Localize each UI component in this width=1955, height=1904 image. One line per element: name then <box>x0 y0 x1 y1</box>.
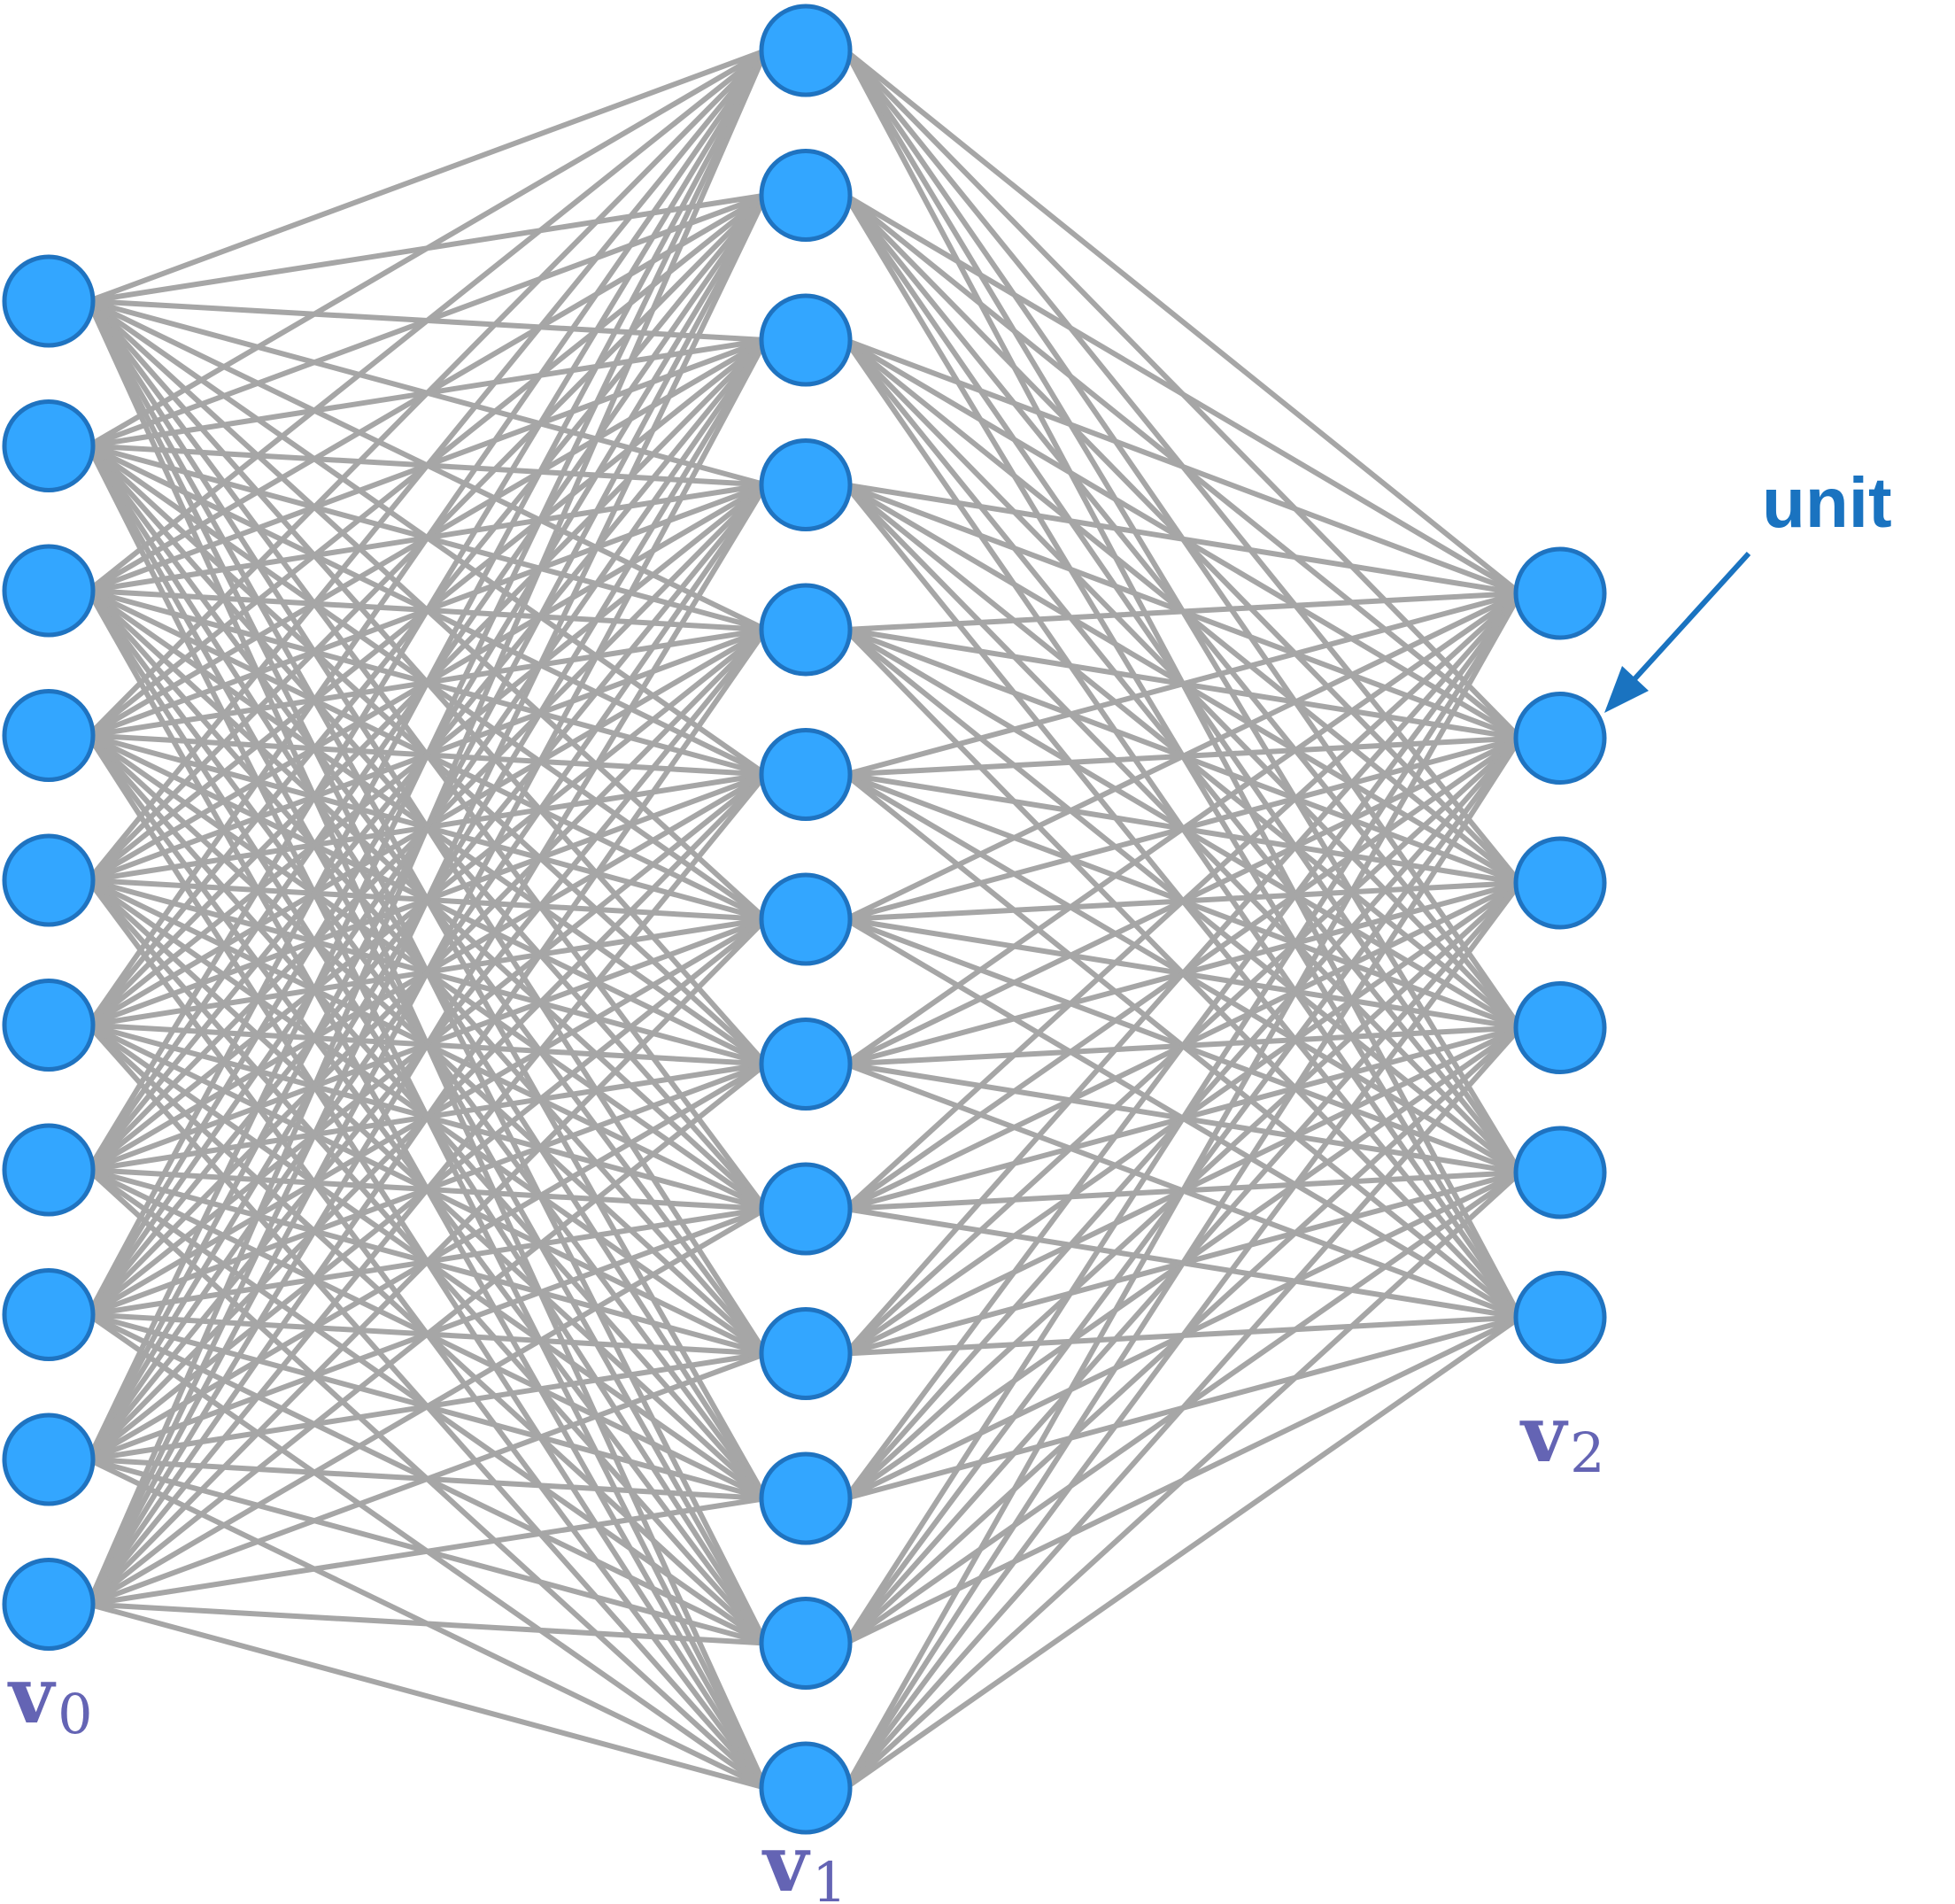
unit-v2-2 <box>1513 836 1607 930</box>
unit-v1-11 <box>759 1597 853 1690</box>
edge-v0-1-v1-0 <box>86 48 769 449</box>
unit-v1-4 <box>759 583 853 677</box>
unit-v1-2 <box>759 293 853 387</box>
edge-v0-7-v1-0 <box>86 48 769 1318</box>
edge-v0-8-v1-0 <box>86 48 769 1462</box>
edge-v1-6-v2-0 <box>843 591 1523 922</box>
unit-v1-1 <box>759 149 853 242</box>
edge-v0-6-v1-0 <box>86 48 769 1173</box>
unit-callout: unit <box>1604 463 1892 713</box>
edge-v1-12-v2-5 <box>843 1314 1523 1791</box>
unit-v1-10 <box>759 1451 853 1545</box>
unit-v1-8 <box>759 1162 853 1256</box>
edge-v1-4-v2-0 <box>843 591 1523 632</box>
edge-v1-12-v2-4 <box>843 1170 1523 1791</box>
unit-v1-5 <box>759 728 853 821</box>
edge-v1-3-v2-0 <box>843 482 1523 596</box>
unit-v1-7 <box>759 1018 853 1111</box>
unit-callout-label: unit <box>1762 463 1892 542</box>
edge-v1-5-v2-0 <box>843 591 1523 778</box>
unit-v2-0 <box>1513 546 1607 640</box>
unit-v1-6 <box>759 872 853 966</box>
unit-v2-4 <box>1513 1126 1607 1219</box>
unit-v2-1 <box>1513 692 1607 785</box>
unit-v0-2 <box>2 544 96 638</box>
edge-v0-9-v1-5 <box>86 771 769 1607</box>
layer-label-v2-base: v <box>1519 1388 1569 1480</box>
unit-v1-3 <box>759 438 853 531</box>
edge-v0-9-v1-11 <box>86 1601 769 1646</box>
edge-v0-5-v1-0 <box>86 48 769 1028</box>
edge-v0-3-v1-0 <box>86 48 769 739</box>
edge-v0-9-v1-6 <box>86 917 769 1607</box>
unit-v0-7 <box>2 1268 96 1361</box>
edge-v1-12-v2-1 <box>843 735 1523 1791</box>
edge-v0-9-v1-10 <box>86 1496 769 1607</box>
unit-v0-5 <box>2 979 96 1072</box>
edge-v0-9-v1-4 <box>86 627 769 1607</box>
edge-v1-9-v2-0 <box>843 591 1523 1357</box>
edge-v0-9-v1-2 <box>86 337 769 1607</box>
unit-v0-6 <box>2 1123 96 1217</box>
edge-v1-12-v2-0 <box>843 591 1523 1791</box>
unit-v0-3 <box>2 689 96 782</box>
layer-label-v2-subscript: 2 <box>1570 1420 1604 1485</box>
unit-v1-0 <box>759 4 853 97</box>
edge-v1-12-v2-3 <box>843 1025 1523 1791</box>
unit-nodes <box>2 4 1607 1835</box>
layer-label-v2: v2 <box>1519 1388 1605 1485</box>
edge-v1-7-v2-0 <box>843 591 1523 1067</box>
layer-label-v0-base: v <box>7 1649 57 1741</box>
unit-v1-9 <box>759 1307 853 1400</box>
unit-v0-1 <box>2 399 96 492</box>
edge-v1-1-v2-0 <box>843 192 1523 596</box>
unit-v0-0 <box>2 254 96 348</box>
edge-v0-9-v1-7 <box>86 1061 769 1607</box>
edge-v1-10-v2-0 <box>843 591 1523 1501</box>
unit-callout-arrow-head <box>1604 666 1649 713</box>
edge-v0-9-v1-3 <box>86 482 769 1607</box>
edge-v1-0-v2-0 <box>843 48 1523 596</box>
layer-label-v1-base: v <box>761 1817 811 1904</box>
unit-v1-12 <box>759 1741 853 1835</box>
layer-label-v1: v1 <box>761 1817 847 1904</box>
edge-v0-4-v1-0 <box>86 48 769 883</box>
unit-v0-9 <box>2 1558 96 1651</box>
unit-v2-3 <box>1513 981 1607 1074</box>
edge-v0-9-v1-0 <box>86 48 769 1607</box>
layer-label-v1-subscript: 1 <box>812 1850 846 1904</box>
unit-callout-arrow-shaft <box>1631 551 1751 683</box>
unit-v2-5 <box>1513 1271 1607 1364</box>
unit-v0-4 <box>2 833 96 927</box>
edge-v1-8-v2-0 <box>843 591 1523 1211</box>
edge-v0-2-v1-0 <box>86 48 769 593</box>
edge-v0-9-v1-8 <box>86 1206 769 1607</box>
edge-v1-2-v2-0 <box>843 337 1523 596</box>
edge-v0-9-v1-1 <box>86 192 769 1607</box>
edge-v1-11-v2-0 <box>843 591 1523 1646</box>
layer-label-v0-subscript: 0 <box>58 1682 92 1746</box>
edge-v1-12-v2-2 <box>843 880 1523 1791</box>
layer-label-v0: v0 <box>7 1649 93 1746</box>
edge-v0-0-v1-0 <box>86 48 769 304</box>
edge-v0-9-v1-12 <box>86 1601 769 1791</box>
edge-v0-9-v1-9 <box>86 1351 769 1607</box>
unit-v0-8 <box>2 1413 96 1506</box>
connection-edges <box>86 48 1523 1791</box>
